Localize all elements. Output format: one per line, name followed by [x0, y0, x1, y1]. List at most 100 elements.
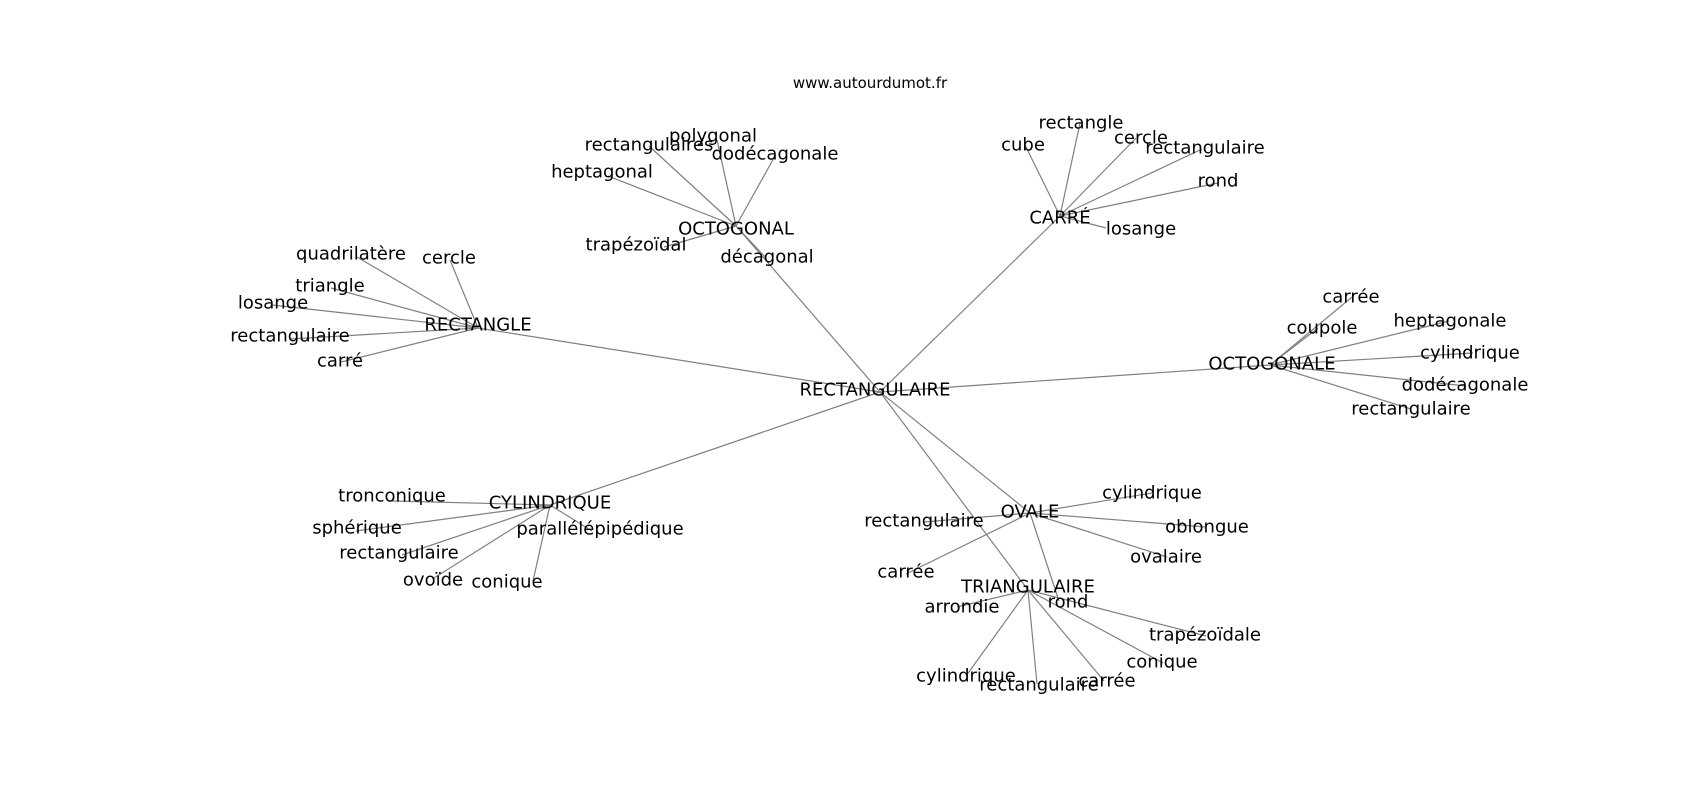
hub-node-label[interactable]: CARRÉ	[1029, 207, 1090, 229]
edge-hub-to-leaf	[289, 327, 479, 340]
leaf-node-label[interactable]: carrée	[877, 562, 934, 583]
leaf-node-label[interactable]: rectangulaire	[864, 511, 983, 532]
leaf-node-label[interactable]: dodécagonale	[712, 144, 839, 165]
edge-hub-to-leaf	[449, 259, 479, 329]
leaf-node-label[interactable]: rectangulaires	[585, 135, 714, 156]
graph-edges	[271, 122, 1474, 685]
edge-hub-to-leaf	[1027, 589, 1105, 682]
leaf-node-label[interactable]: carrée	[1322, 287, 1379, 308]
edge-hub-to-leaf	[648, 145, 737, 227]
edge-center-to-hub	[477, 327, 881, 393]
leaf-node-label[interactable]: arrondie	[924, 597, 999, 618]
leaf-node-label[interactable]: rectangulaire	[339, 543, 458, 564]
edge-hub-to-leaf	[923, 512, 1031, 523]
edge-hub-to-leaf	[965, 589, 1029, 677]
leaf-node-label[interactable]: carrée	[1078, 671, 1135, 692]
leaf-node-label[interactable]: rectangle	[1039, 113, 1124, 134]
leaf-node-label[interactable]: ovalaire	[1130, 547, 1202, 568]
edge-hub-to-leaf	[1059, 182, 1219, 217]
leaf-node-label[interactable]: conique	[1126, 652, 1197, 673]
edge-hub-to-leaf	[356, 256, 479, 329]
edge-hub-to-leaf	[549, 504, 593, 532]
leaf-node-label[interactable]: carré	[317, 351, 363, 372]
edge-hub-to-leaf	[905, 512, 1031, 575]
edge-center-to-hub	[735, 225, 881, 393]
leaf-node-label[interactable]: cylindrique	[1420, 343, 1520, 364]
leaf-node-label[interactable]: sphérique	[312, 518, 402, 539]
edge-hub-to-leaf	[1269, 296, 1353, 366]
edge-center-to-hub	[879, 391, 1031, 514]
leaf-node-label[interactable]: cercle	[422, 248, 476, 269]
edge-hub-to-leaf	[1027, 589, 1164, 664]
edge-hub-to-leaf	[1269, 352, 1474, 366]
edge-hub-to-leaf	[1029, 512, 1168, 558]
edge-hub-to-leaf	[1269, 364, 1412, 410]
leaf-node-label[interactable]: rectangulaire	[230, 326, 349, 347]
leaf-node-label[interactable]: polygonal	[669, 126, 757, 147]
hub-node-label[interactable]: TRIANGULAIRE	[960, 577, 1095, 598]
leaf-node-label[interactable]: parallélépipédique	[516, 519, 683, 540]
edge-hub-to-leaf	[1269, 327, 1319, 366]
hub-node-label[interactable]: CYLINDRIQUE	[489, 493, 611, 514]
hub-node-label[interactable]: OVALE	[1001, 502, 1060, 523]
site-credit: www.autourdumot.fr	[793, 74, 948, 92]
edge-hub-to-leaf	[1024, 144, 1061, 217]
leaf-node-label[interactable]: losange	[238, 293, 308, 314]
leaf-node-label[interactable]: cylindrique	[1102, 483, 1202, 504]
leaf-node-label[interactable]: rectangulaire	[979, 675, 1098, 696]
edge-hub-to-leaf	[1027, 589, 1038, 685]
edge-hub-to-leaf	[1059, 137, 1137, 217]
leaf-node-label[interactable]: oblongue	[1165, 517, 1249, 538]
leaf-node-label[interactable]: heptagonal	[551, 162, 653, 183]
edge-hub-to-leaf	[271, 304, 479, 329]
leaf-node-label[interactable]: conique	[471, 572, 542, 593]
edge-hub-to-leaf	[340, 327, 479, 363]
leaf-node-label[interactable]: heptagonale	[1394, 311, 1507, 332]
edge-hub-to-leaf	[607, 175, 737, 227]
leaf-node-label[interactable]: quadrilatère	[296, 244, 406, 265]
edge-hub-to-leaf	[355, 504, 551, 532]
hub-node-label[interactable]: RECTANGLE	[424, 315, 531, 336]
leaf-node-label[interactable]: rond	[1198, 171, 1239, 192]
edge-hub-to-leaf	[1029, 512, 1060, 602]
edge-hub-to-leaf	[1027, 589, 1207, 637]
edge-center-to-hub	[879, 391, 1029, 591]
edge-hub-to-leaf	[735, 225, 767, 259]
edge-hub-to-leaf	[1029, 512, 1207, 528]
leaf-node-label[interactable]: rectangulaire	[1145, 138, 1264, 159]
leaf-node-label[interactable]: tronconique	[338, 486, 446, 507]
edge-hub-to-leaf	[716, 139, 737, 227]
edge-hub-to-leaf	[1059, 215, 1107, 229]
leaf-node-label[interactable]: ovoïde	[403, 570, 463, 591]
leaf-node-label[interactable]: rond	[1048, 592, 1089, 613]
leaf-node-label[interactable]: cylindrique	[916, 666, 1016, 687]
edge-hub-to-leaf	[1269, 364, 1467, 387]
leaf-node-label[interactable]: losange	[1106, 219, 1176, 240]
hub-node-label[interactable]: OCTOGONALE	[1208, 354, 1335, 375]
leaf-node-label[interactable]: trapézoïdale	[1149, 625, 1261, 646]
edge-hub-to-leaf	[1059, 148, 1203, 217]
edge-hub-to-leaf	[330, 287, 479, 329]
leaf-node-label[interactable]: cercle	[1114, 128, 1168, 149]
leaf-node-label[interactable]: dodécagonale	[1402, 375, 1529, 396]
edge-hub-to-leaf	[401, 504, 551, 556]
edge-center-to-hub	[879, 215, 1061, 393]
edge-hub-to-leaf	[735, 155, 776, 227]
leaf-node-label[interactable]: coupole	[1287, 318, 1358, 339]
edge-center-to-hub	[879, 364, 1271, 393]
edge-center-to-hub	[549, 391, 881, 506]
edge-hub-to-leaf	[532, 504, 551, 582]
leaf-node-label[interactable]: décagonal	[720, 247, 813, 268]
edge-hub-to-leaf	[1029, 492, 1153, 514]
leaf-node-label[interactable]: trapézoïdal	[586, 235, 687, 256]
leaf-node-label[interactable]: cube	[1001, 135, 1045, 156]
leaf-node-label[interactable]: triangle	[295, 276, 364, 297]
graph-labels: RECTANGULAIRE OCTOGONAL rectangulairespoly…	[230, 113, 1528, 696]
hub-node-label[interactable]: OCTOGONAL	[678, 219, 794, 240]
edge-hub-to-leaf	[1269, 320, 1450, 366]
leaf-node-label[interactable]: rectangulaire	[1351, 399, 1470, 420]
edge-hub-to-leaf	[391, 500, 551, 506]
center-node-label[interactable]: RECTANGULAIRE	[800, 380, 951, 401]
edge-hub-to-leaf	[1059, 122, 1081, 217]
